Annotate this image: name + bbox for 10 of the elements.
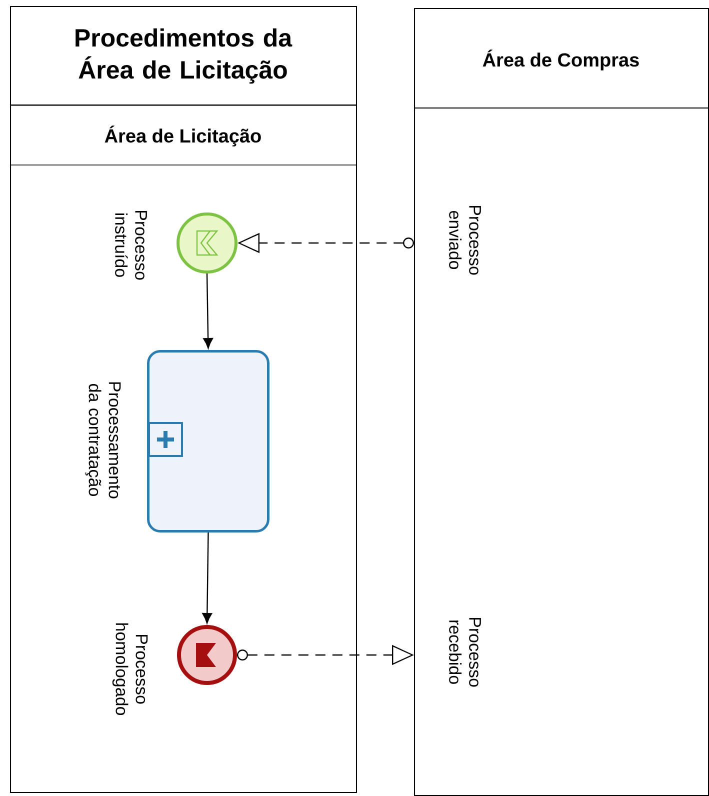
sequence-flow bbox=[203, 274, 213, 349]
node-label: Processo instruído bbox=[115, 210, 147, 280]
node-label: Processo homologado bbox=[112, 623, 148, 716]
start-event: Processo instruído bbox=[115, 210, 238, 280]
sequence-flow bbox=[202, 532, 212, 624]
node-label: Processamento da contratação bbox=[85, 382, 121, 498]
edge-label: Processo enviado bbox=[449, 206, 481, 275]
end-event: Processo homologado bbox=[112, 623, 237, 716]
edge-label: Processo recebido bbox=[449, 618, 481, 687]
subprocess-task: Processamento da contratação bbox=[85, 350, 270, 532]
